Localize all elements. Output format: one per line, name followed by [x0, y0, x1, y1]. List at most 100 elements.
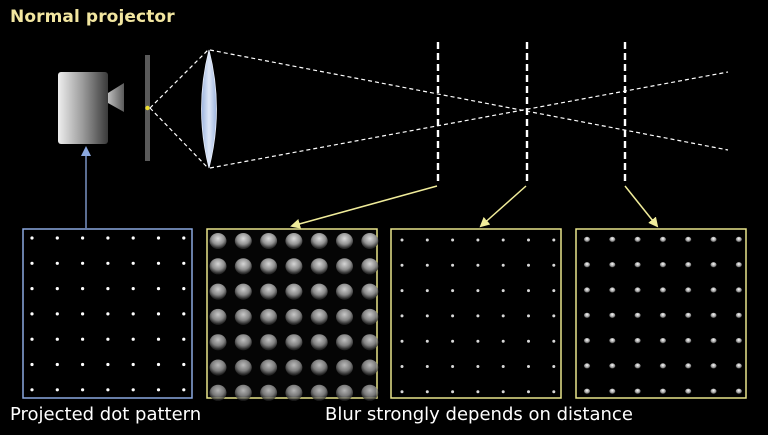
dot	[285, 359, 303, 376]
dot	[156, 287, 161, 291]
arrow-far	[624, 185, 659, 228]
dot	[659, 388, 667, 395]
dot	[451, 390, 455, 394]
dot	[476, 289, 480, 293]
dot	[106, 388, 110, 392]
dot	[260, 258, 278, 275]
dot	[552, 314, 556, 318]
arrow-near	[290, 185, 438, 229]
dot	[710, 388, 717, 395]
dot	[659, 262, 667, 269]
dot	[501, 365, 505, 368]
dot	[735, 338, 742, 345]
dot	[501, 263, 505, 267]
dot	[30, 261, 34, 265]
dot	[451, 238, 455, 242]
dot	[234, 283, 252, 300]
dot	[659, 287, 667, 294]
dot	[634, 262, 641, 269]
dot	[285, 258, 303, 275]
dot	[710, 287, 717, 294]
dot	[552, 390, 556, 394]
dot	[156, 337, 161, 341]
dot	[81, 312, 85, 316]
dot	[209, 384, 227, 401]
dot	[55, 337, 59, 341]
dot	[476, 339, 480, 343]
dot	[310, 233, 328, 249]
dot	[336, 334, 353, 351]
dot	[609, 236, 616, 244]
projector-body	[58, 72, 108, 144]
dot	[552, 339, 556, 343]
dot	[310, 334, 328, 351]
caption-blur-distance: Blur strongly depends on distance	[325, 404, 633, 425]
dot	[182, 261, 186, 265]
dot	[425, 238, 429, 242]
dot	[583, 236, 591, 244]
dot	[609, 312, 616, 320]
dot	[609, 287, 616, 294]
dot	[476, 365, 480, 368]
dot	[285, 384, 303, 401]
dot	[209, 233, 227, 249]
dot	[106, 261, 110, 265]
dot	[131, 388, 135, 392]
light-point	[145, 105, 150, 111]
dot	[552, 238, 556, 242]
dot	[609, 363, 616, 370]
dot	[182, 388, 186, 392]
dot	[55, 312, 59, 316]
dot	[735, 388, 742, 395]
dot	[501, 339, 505, 343]
dot	[552, 263, 556, 267]
dot	[336, 258, 353, 275]
dot	[735, 287, 742, 294]
dot	[336, 359, 353, 376]
dot	[234, 308, 252, 325]
dot	[451, 314, 455, 318]
dot	[106, 236, 110, 240]
panel-projected-pattern	[22, 228, 193, 399]
dot	[583, 312, 591, 320]
dot	[685, 287, 692, 294]
dot	[710, 363, 717, 370]
dot	[710, 236, 717, 244]
dot	[400, 263, 404, 267]
dot	[527, 238, 530, 242]
dot	[336, 384, 353, 401]
dot	[400, 314, 404, 318]
dot	[634, 236, 641, 244]
dot	[685, 388, 692, 395]
dot	[476, 263, 480, 267]
dot	[234, 384, 252, 401]
dot	[583, 262, 591, 269]
dot	[425, 365, 429, 368]
dot	[501, 314, 505, 318]
dot	[310, 384, 328, 401]
dot	[55, 261, 59, 265]
dot	[131, 362, 135, 367]
dot	[336, 283, 353, 300]
dot	[182, 236, 186, 240]
dot	[106, 312, 110, 316]
dot	[285, 334, 303, 351]
dot	[361, 258, 379, 275]
panel-blur-focus	[390, 228, 562, 399]
dot	[400, 238, 404, 242]
projector-icon	[58, 72, 124, 144]
dot	[361, 384, 379, 401]
dot	[583, 287, 591, 294]
dot	[476, 314, 480, 318]
dot	[527, 314, 530, 318]
dot	[685, 363, 692, 370]
dot	[451, 339, 455, 343]
dot	[659, 338, 667, 345]
dot	[81, 236, 85, 240]
dot	[400, 289, 404, 293]
dot	[634, 312, 641, 320]
dot	[310, 283, 328, 300]
dot	[659, 312, 667, 320]
dot	[710, 338, 717, 345]
